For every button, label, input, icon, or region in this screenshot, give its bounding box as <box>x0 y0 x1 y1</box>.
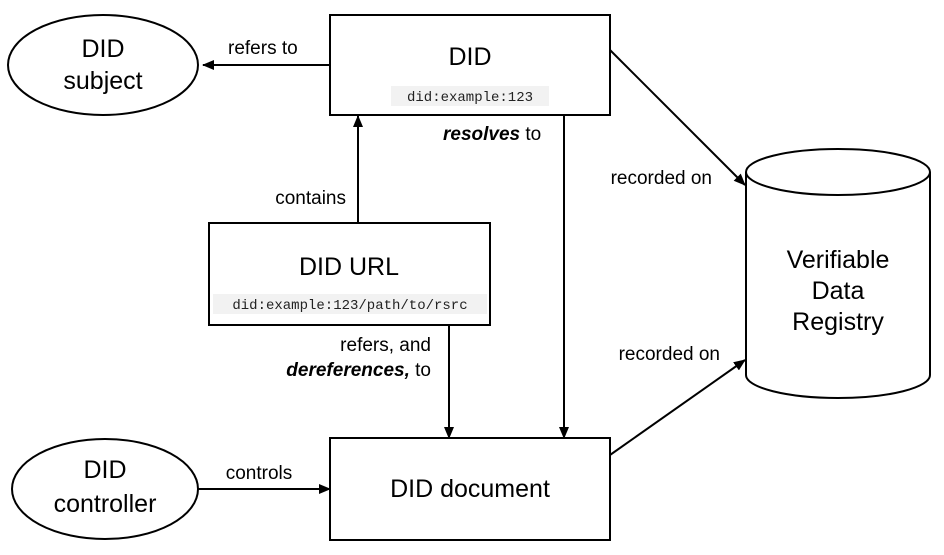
did-recorded-on-label: recorded on <box>611 168 712 189</box>
did-url-node: DID URL did:example:123/path/to/rsrc <box>208 222 491 326</box>
did-document-title: DID document <box>390 475 550 503</box>
dereferences-label: dereferences, to <box>286 360 431 381</box>
did-controller-node: DID controller <box>11 438 199 540</box>
document-recorded-on-arrow <box>609 359 746 456</box>
controls-label: controls <box>226 463 293 484</box>
dereferences-suffix: to <box>410 360 431 381</box>
did-recorded-on-arrow <box>609 49 746 186</box>
dereferences-emphasis: dereferences, <box>286 360 410 381</box>
did-node: DID did:example:123 <box>329 14 611 116</box>
did-document-node: DID document <box>329 437 611 541</box>
refers-to-label: refers to <box>228 38 298 59</box>
did-url-title: DID URL <box>299 253 399 281</box>
did-subject-line1: DID <box>81 35 124 63</box>
verifiable-data-registry-node: Verifiable Data Registry <box>745 148 931 399</box>
contains-label: contains <box>275 188 346 209</box>
did-subject-node: DID subject <box>7 14 199 116</box>
registry-line2: Data <box>812 277 865 305</box>
did-url-example-code: did:example:123/path/to/rsrc <box>232 298 467 314</box>
did-controller-line2: controller <box>54 490 157 518</box>
did-controller-line1: DID <box>83 456 126 484</box>
did-subject-line2: subject <box>63 67 142 95</box>
registry-line3: Registry <box>792 308 884 336</box>
did-example-code: did:example:123 <box>407 90 533 106</box>
did-title: DID <box>448 43 491 71</box>
resolves-suffix: to <box>520 124 541 145</box>
registry-line1: Verifiable <box>787 246 890 274</box>
resolves-to-label: resolves to <box>443 124 541 145</box>
document-recorded-on-label: recorded on <box>619 344 720 365</box>
resolves-emphasis: resolves <box>443 124 520 145</box>
refers-and-label: refers, and <box>340 335 431 356</box>
